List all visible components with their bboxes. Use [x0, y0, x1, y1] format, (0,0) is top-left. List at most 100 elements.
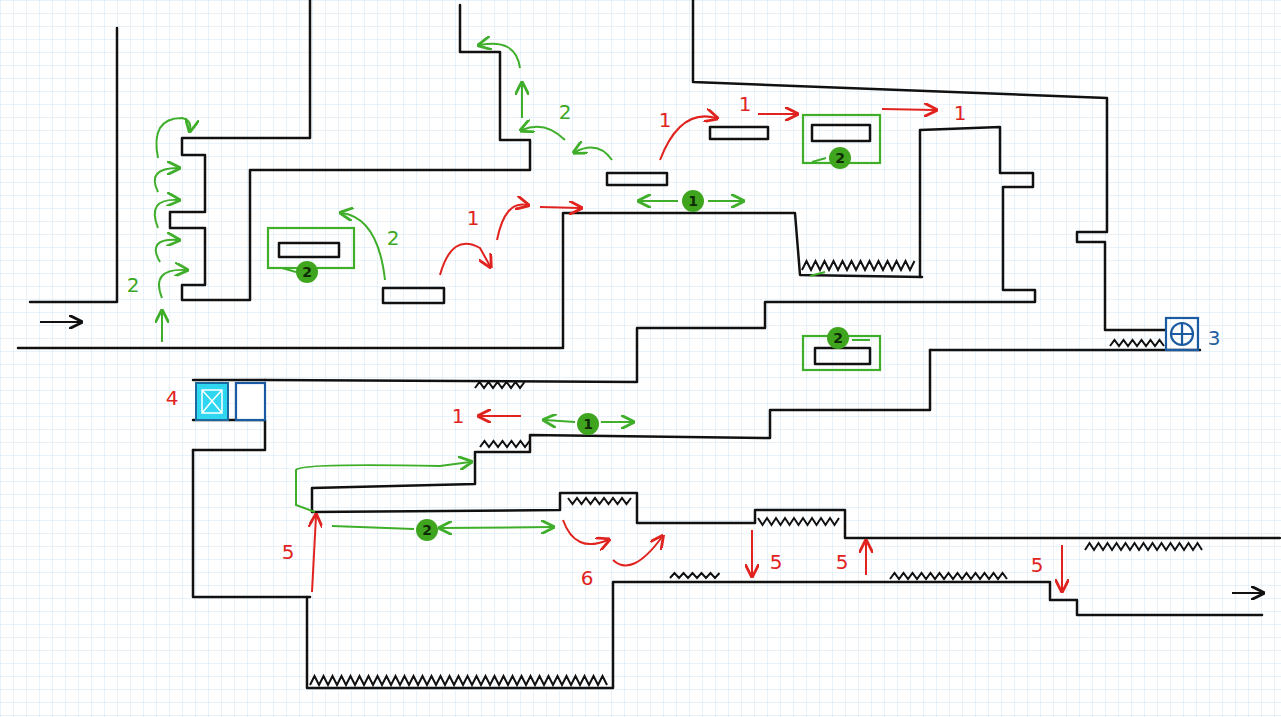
- callout-number: 2: [387, 228, 400, 248]
- sketch-stroke: [296, 462, 470, 512]
- sketch-stroke: [613, 537, 662, 565]
- sketch-stroke: [497, 204, 527, 240]
- sketch-stroke: [441, 527, 552, 528]
- callout-number: 1: [954, 103, 967, 123]
- enemy-marker: 2: [829, 147, 851, 169]
- level-walls: [18, 0, 1280, 688]
- sketch-stroke: [475, 382, 525, 388]
- sketch-stroke: [40, 321, 80, 323]
- enemy-number: 2: [422, 523, 432, 537]
- enemy-number: 2: [833, 331, 843, 345]
- sketch-stroke: [815, 348, 870, 364]
- sketch-stroke: [18, 213, 922, 348]
- sketch-stroke: [265, 127, 1035, 382]
- enemy-marker: 2: [416, 519, 438, 541]
- sketch-stroke: [332, 526, 414, 529]
- goal-icon: [1166, 318, 1198, 350]
- sketch-stroke: [640, 200, 678, 202]
- sketch-stroke: [236, 383, 265, 420]
- sketch-stroke: [193, 450, 310, 597]
- sketch-stroke: [812, 158, 826, 162]
- callout-number: 5: [282, 542, 295, 562]
- sketch-stroke: [193, 379, 265, 382]
- callout-number: 2: [559, 102, 572, 122]
- sketch-stroke: [156, 240, 178, 262]
- enemy-number: 2: [835, 151, 845, 165]
- sketch-stroke: [159, 270, 186, 298]
- sketch-stroke: [810, 272, 825, 276]
- sketch-stroke: [1232, 592, 1262, 594]
- sketch-stroke: [575, 148, 612, 161]
- callout-number: 1: [452, 406, 465, 426]
- sketch-stroke: [812, 125, 870, 141]
- sketch-stroke: [545, 420, 575, 422]
- sketch-stroke: [155, 200, 178, 228]
- enemy-marker: 1: [577, 413, 599, 435]
- sketch-stroke: [30, 28, 117, 302]
- sketch-stroke: [865, 542, 867, 575]
- sketch-stroke: [930, 349, 1200, 352]
- sketch-stroke: [758, 113, 796, 115]
- sketch-stroke: [540, 207, 580, 208]
- callout-number: 5: [1031, 555, 1044, 575]
- sketch-stroke: [710, 127, 768, 139]
- sketch-stroke: [708, 200, 742, 202]
- sketch-stroke: [802, 261, 915, 270]
- sketch-stroke: [196, 383, 228, 420]
- sketch-stroke: [312, 516, 316, 592]
- callout-number: 6: [581, 568, 594, 588]
- enemy-marker: 2: [827, 327, 849, 349]
- callout-number: 3: [1208, 328, 1221, 348]
- sketch-stroke: [601, 421, 632, 423]
- sketch-stroke: [607, 173, 667, 185]
- callout-number: 5: [836, 552, 849, 572]
- enemy-marker: 1: [682, 190, 704, 212]
- sketch-stroke: [170, 0, 530, 300]
- green-route-arrows: [155, 44, 870, 529]
- sketch-stroke: [480, 415, 521, 417]
- callout-number: 1: [467, 208, 480, 228]
- sketch-stroke: [1085, 543, 1202, 550]
- enemy-number: 1: [688, 194, 698, 208]
- callout-number: 5: [770, 552, 783, 572]
- sketch-stroke: [758, 518, 839, 525]
- sketch-stroke: [521, 84, 523, 118]
- callout-number: 1: [659, 110, 672, 130]
- entry-exit-arrows: [40, 322, 1262, 593]
- enemy-number: 2: [302, 265, 312, 279]
- sketch-stroke: [161, 312, 163, 342]
- sketch-stroke: [202, 390, 222, 413]
- sketch-stroke: [310, 676, 607, 685]
- sketch-stroke: [342, 213, 385, 280]
- sketch-stroke: [890, 573, 1007, 579]
- callout-number: 2: [127, 275, 140, 295]
- sketch-stroke: [751, 530, 753, 575]
- sketch-stroke: [563, 520, 608, 544]
- moving-platform-paths: [268, 115, 880, 370]
- sketch-stroke: [383, 288, 444, 303]
- sketch-stroke: [1171, 323, 1193, 345]
- sketch-stroke: [440, 244, 490, 275]
- sketch-stroke: [155, 168, 178, 192]
- sketch-stroke: [282, 268, 296, 272]
- sketch-stroke: [568, 498, 631, 504]
- sketch-stroke: [156, 118, 190, 158]
- sketch-stroke: [312, 350, 1280, 538]
- sketch-stroke: [670, 573, 720, 578]
- callout-number: 4: [166, 388, 179, 408]
- sketch-stroke: [480, 441, 530, 447]
- sketch-stroke: [693, 0, 1165, 330]
- sketch-stroke: [193, 420, 265, 450]
- spike-hazards: [310, 261, 1202, 685]
- sketch-stroke: [1110, 340, 1164, 346]
- sketch-stroke: [1061, 545, 1063, 590]
- sketch-stroke: [279, 243, 339, 257]
- red-route-arrows: [312, 109, 1062, 592]
- sketch-stroke: [1171, 323, 1193, 345]
- sketch-stroke: [852, 339, 870, 341]
- sketch-stroke: [882, 109, 935, 110]
- enemy-number: 1: [583, 417, 593, 431]
- sketch-stroke: [480, 44, 520, 68]
